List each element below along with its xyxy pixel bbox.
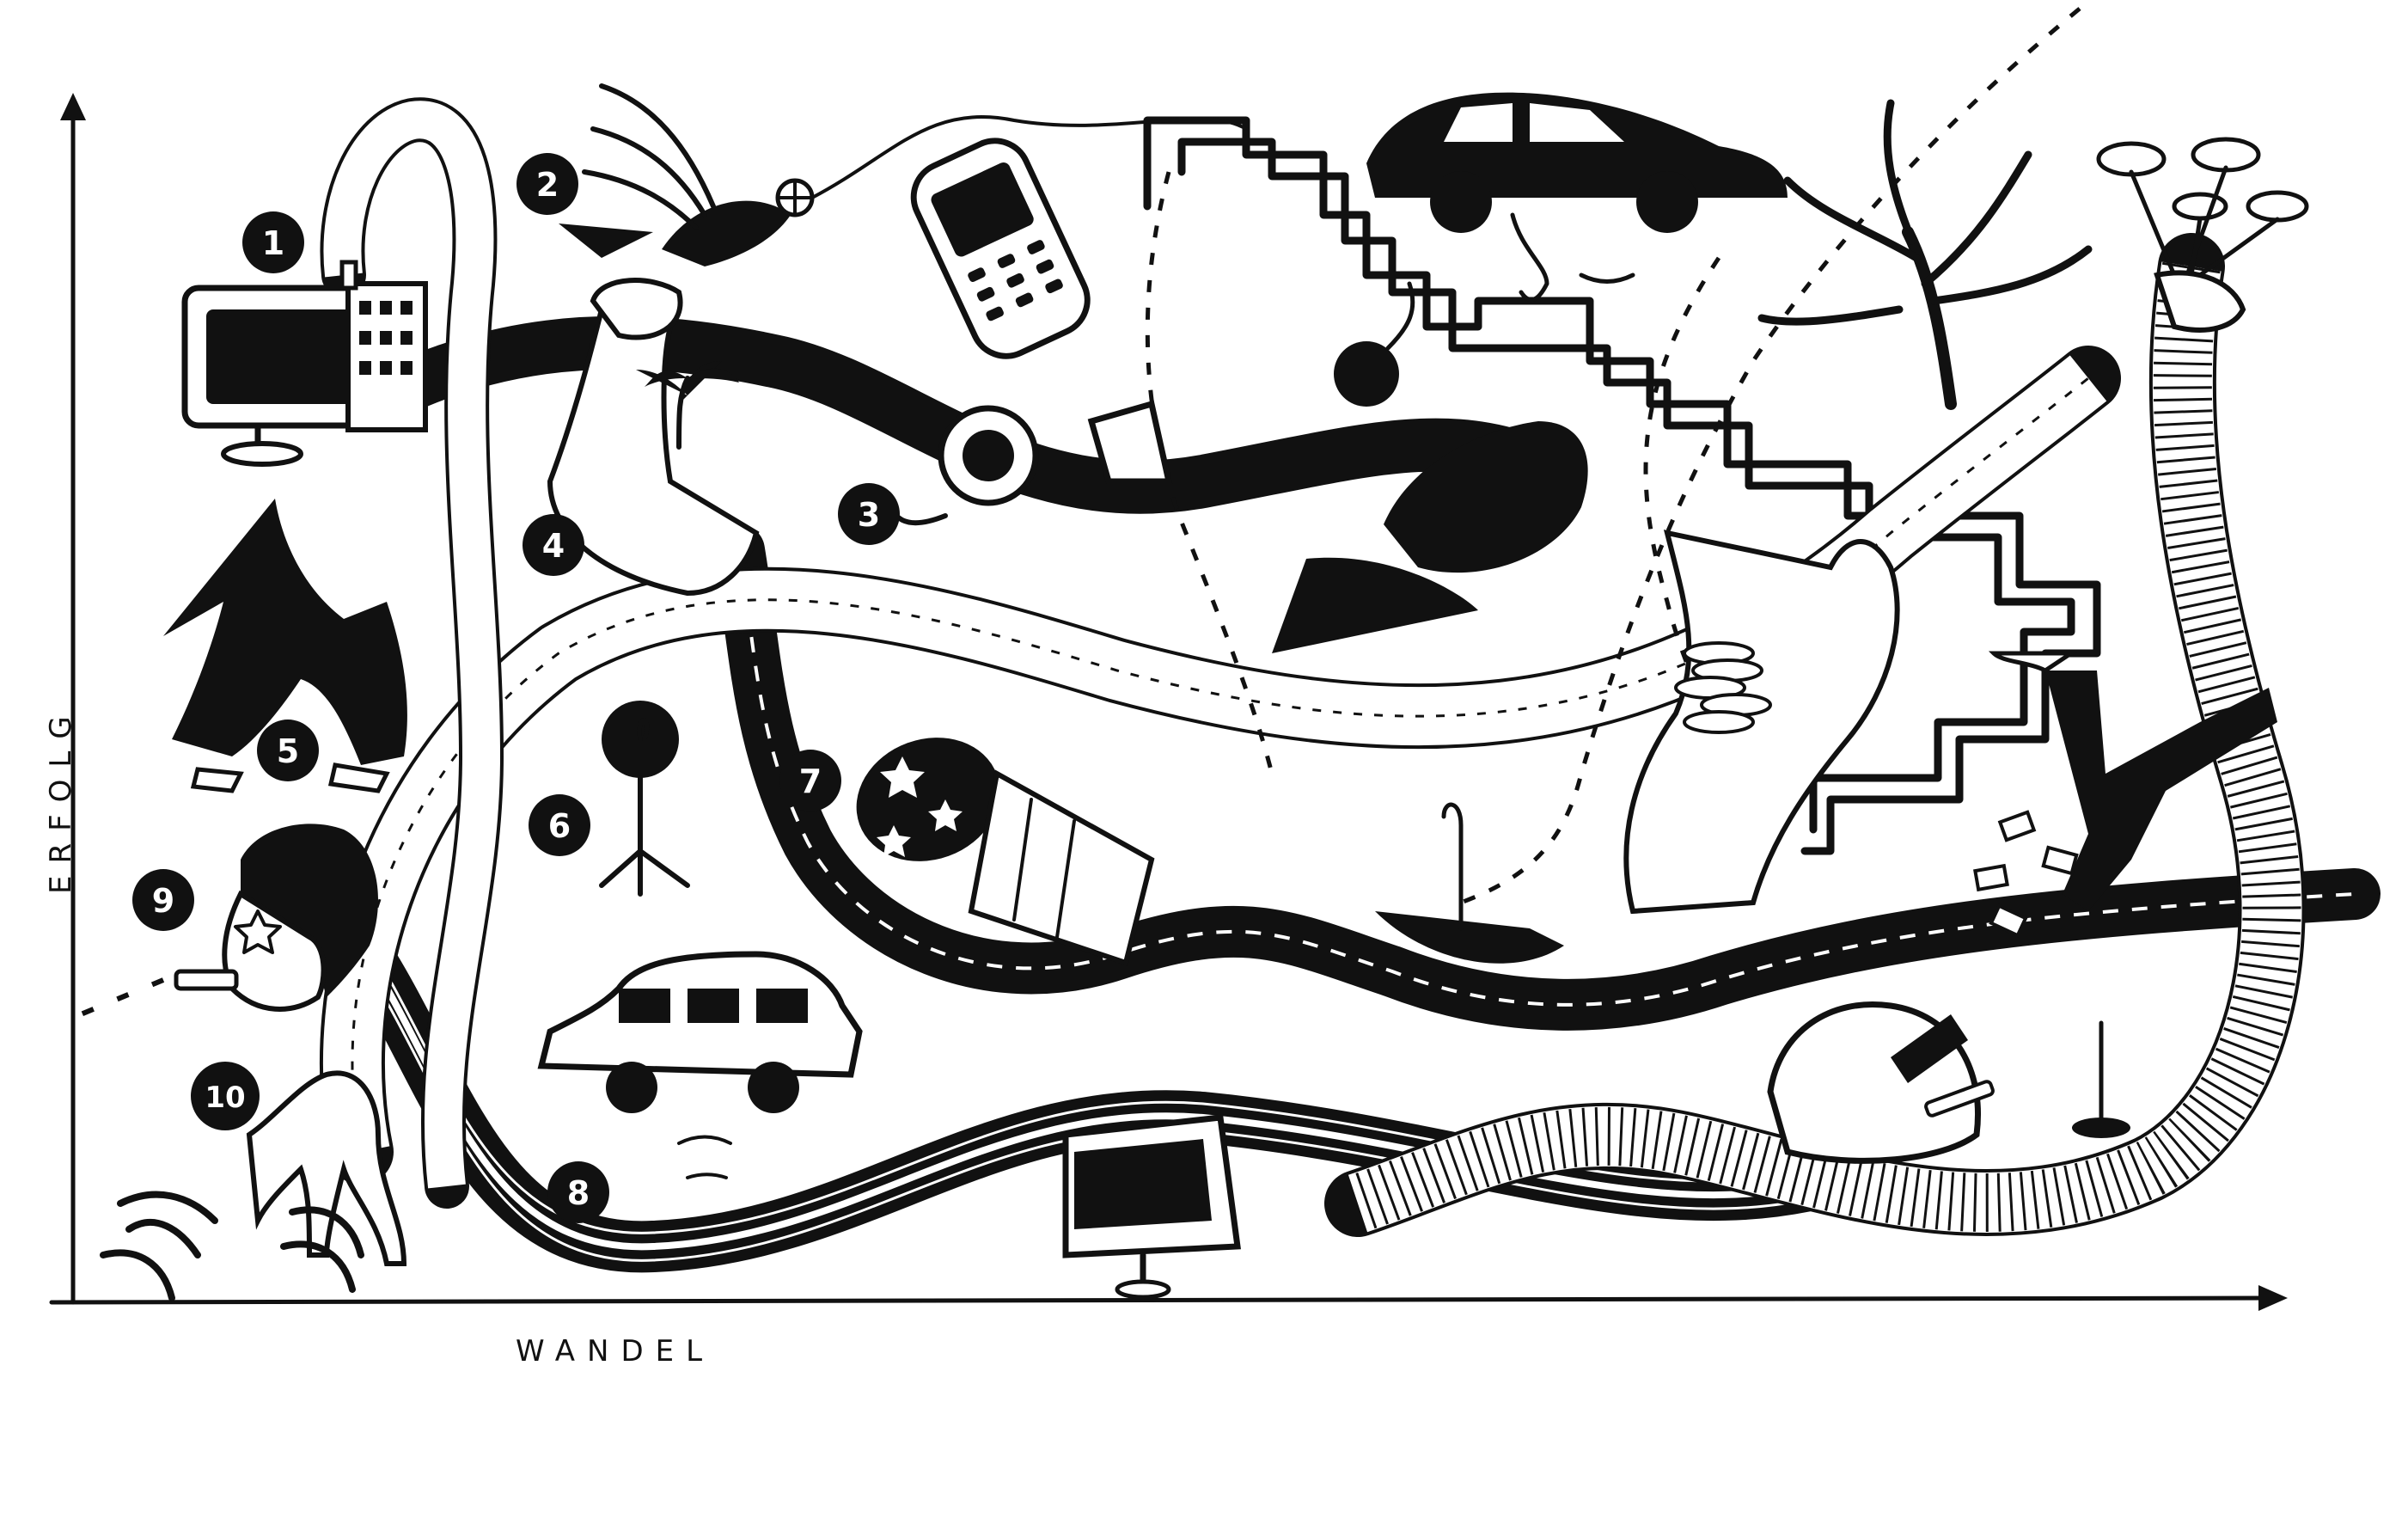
x-axis-arrowhead-icon [2258,1285,2288,1311]
golf-hole [2072,1020,2130,1138]
bomb [1334,281,1415,407]
black-hands [1272,421,1588,653]
flower-bouquet [2096,137,2309,333]
office-building [181,260,428,467]
x-axis-line [49,1295,2271,1305]
marker-8: 8 [547,1161,609,1223]
man-head [58,824,378,1026]
svg-text:8: 8 [567,1174,590,1212]
marker-9: 9 [132,869,194,931]
svg-text:1: 1 [262,224,284,262]
svg-text:9: 9 [152,882,174,920]
marker-4: 4 [523,514,584,576]
dollar-bills [1973,810,2079,938]
staircase [1143,116,2101,855]
black-car-face [1366,92,1788,303]
striped-hose [1324,233,2306,1237]
bottom-box [1062,1114,1241,1300]
y-axis-arrowhead-icon [60,93,86,120]
svg-text:7: 7 [799,762,822,800]
running-figure [1988,651,2277,911]
svg-text:5: 5 [277,732,299,770]
svg-text:10: 10 [205,1081,245,1115]
svg-text:2: 2 [536,166,559,204]
marker-6: 6 [529,794,590,856]
speaker-device [883,400,1173,526]
mobile-phone [910,138,1091,359]
smoke-stream [320,97,504,1209]
x-axis-label: WANDEL [516,1334,714,1369]
marker-5: 5 [257,720,319,781]
numbered-markers: 1 2 3 4 5 6 7 8 [132,153,900,1223]
marker-7: 7 [779,750,841,811]
y-axis-label: ERFOLG [44,704,78,894]
chart-axes: ERFOLG WANDEL [44,93,2288,1369]
lamp-stand [599,701,690,897]
winding-road [343,315,2380,1031]
helmet-head [1767,1001,1995,1164]
deer-roots [100,1070,407,1301]
marker-2: 2 [516,153,578,215]
palm-tree [645,368,739,450]
marker-1: 1 [242,211,304,273]
trousers-legs [163,499,407,793]
bare-tree [1757,99,2093,410]
coin-stream [1145,7,2081,905]
umbrella [1375,802,1564,964]
raised-arm [547,278,760,597]
bird-with-globe [559,83,1248,266]
drum-basket [856,738,1155,966]
marker-10: 10 [191,1062,260,1130]
dotted-river [320,346,2121,1185]
white-car-face [537,951,863,1179]
svg-text:6: 6 [548,807,571,845]
marker-3: 3 [838,483,900,545]
svg-text:4: 4 [542,527,565,565]
hands-with-coins [1623,530,1900,915]
svg-text:3: 3 [858,496,880,534]
